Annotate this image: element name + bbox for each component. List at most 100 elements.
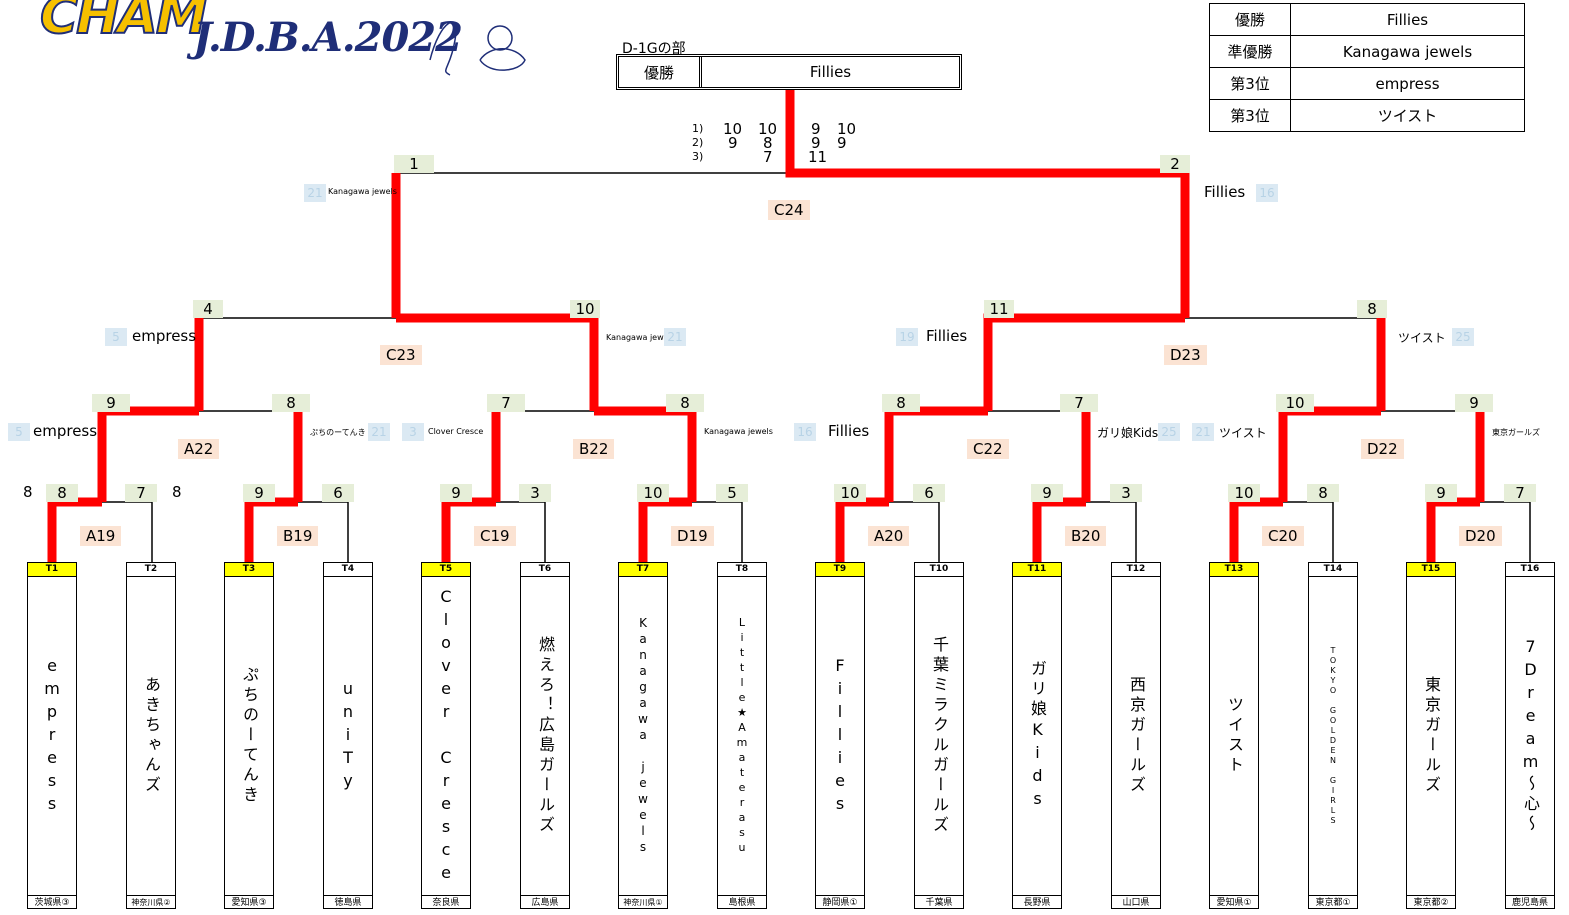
set-index: 2) <box>692 136 704 149</box>
logo-figure-icon <box>429 21 526 76</box>
team-name: Fillies <box>830 655 850 817</box>
team-prefecture: 徳島県 <box>324 895 372 910</box>
score-box: 9 <box>1425 484 1457 502</box>
winner-path <box>638 497 692 562</box>
winner-path <box>1426 497 1480 562</box>
match-name: C22 <box>967 439 1009 459</box>
winner-label: Clover Cresce <box>428 427 484 436</box>
team-prefecture: 神奈川県② <box>127 895 175 910</box>
seed-badge: 5 <box>105 328 127 346</box>
winner-label: ツイスト <box>1398 331 1446 345</box>
match-name: D22 <box>1361 439 1404 459</box>
team-name: 東京ガールズ <box>1422 676 1441 796</box>
score-box: 1 <box>394 155 434 173</box>
match-name: C24 <box>768 200 810 220</box>
score-box: 6 <box>913 484 945 502</box>
seed-badge: 3 <box>402 423 424 441</box>
winner-path <box>47 497 102 562</box>
winner-label: Fillies <box>1204 183 1246 201</box>
team-prefecture: 茨城県③ <box>28 895 76 910</box>
team-prefecture: 東京都② <box>1407 895 1455 910</box>
winner-label: empress <box>33 422 98 440</box>
winner-path <box>1229 497 1283 562</box>
seed-badge: 16 <box>794 423 816 441</box>
set-score: 8 <box>763 134 773 152</box>
team-prefecture: 鹿児島県 <box>1506 895 1554 910</box>
team-code: T7 <box>619 563 667 577</box>
set-score: 10 <box>723 120 743 138</box>
winner-label: empress <box>132 327 197 345</box>
logo-champ-text: CHAM <box>39 0 209 47</box>
set-score: 9 <box>811 134 821 152</box>
team-prefecture: 静岡県① <box>816 895 864 910</box>
match-name: C23 <box>380 345 422 365</box>
team-code: T15 <box>1407 563 1455 577</box>
winner-label: Fillies <box>926 327 968 345</box>
seed-badge: 21 <box>664 328 686 346</box>
winner-label: ツイスト <box>1219 426 1267 440</box>
score-box: 7 <box>1060 394 1098 412</box>
result-team: Kanagawa jewels <box>1290 35 1525 68</box>
set-score: 7 <box>763 148 773 166</box>
score-box: 9 <box>1031 484 1063 502</box>
extra-score: 8 <box>23 483 33 501</box>
winner-label: ガリ娘Kids <box>1097 426 1159 440</box>
score-box: 5 <box>716 484 748 502</box>
team-name: 7Dream～心～ <box>1521 637 1540 835</box>
match-name: A22 <box>178 439 220 459</box>
winner-path <box>785 90 1190 318</box>
team-prefecture: 広島県 <box>521 895 569 910</box>
team-card: T15 東京ガールズ 東京都② <box>1406 562 1456 909</box>
set-index: 1) <box>692 122 704 135</box>
team-code: T8 <box>718 563 766 577</box>
team-card: T9 Fillies 静岡県① <box>815 562 865 909</box>
team-code: T13 <box>1210 563 1258 577</box>
bracket-r4 <box>395 172 1186 318</box>
winner-label: 東京ガールズ <box>1492 428 1540 437</box>
score-box: 10 <box>570 300 600 318</box>
score-box: 8 <box>1307 484 1339 502</box>
match-name: A19 <box>80 526 122 546</box>
champion-label: 優勝 <box>619 57 702 87</box>
winner-path <box>835 497 889 562</box>
score-box: 8 <box>46 484 78 502</box>
score-box: 10 <box>1228 484 1260 502</box>
team-prefecture: 島根県 <box>718 895 766 910</box>
event-logo: CHAM J.D.B.A.2022 <box>0 0 560 80</box>
match-name: B20 <box>1065 526 1107 546</box>
score-box: 8 <box>666 394 704 412</box>
match-name: D20 <box>1459 526 1502 546</box>
winner-path <box>396 313 599 411</box>
score-box: 9 <box>243 484 275 502</box>
team-code: T12 <box>1112 563 1160 577</box>
team-card: T1 empress 茨城県③ <box>27 562 77 909</box>
team-code: T3 <box>225 563 273 577</box>
match-name: A20 <box>868 526 910 546</box>
team-card: T6 燃えろ！広島ガールズ 広島県 <box>520 562 570 909</box>
score-box: 4 <box>193 300 223 318</box>
score-box: 10 <box>834 484 866 502</box>
score-box: 8 <box>882 394 920 412</box>
team-card: T10 千葉ミラクルガールズ 千葉県 <box>914 562 964 909</box>
result-team: ツイスト <box>1290 99 1525 132</box>
seed-badge: 21 <box>368 423 390 441</box>
team-prefecture: 東京都① <box>1309 895 1357 910</box>
team-name: 燃えろ！広島ガールズ <box>536 636 555 836</box>
team-code: T2 <box>127 563 175 577</box>
match-name: C19 <box>474 526 516 546</box>
team-name: ぷちのーてんき <box>240 666 259 806</box>
score-box: 9 <box>92 394 130 412</box>
result-rank: 第3位 <box>1209 99 1291 132</box>
seed-badge: 25 <box>1452 328 1474 346</box>
set-score: 9 <box>728 134 738 152</box>
team-card: T2 あきちゃんズ 神奈川県② <box>126 562 176 909</box>
team-prefecture: 神奈川県① <box>619 895 667 910</box>
team-code: T5 <box>422 563 470 577</box>
team-name: Clover Cresce <box>436 586 456 886</box>
seed-badge: 5 <box>8 423 30 441</box>
set-score: 9 <box>811 120 821 138</box>
team-card: T7 Kanagawa jewels 神奈川県① <box>618 562 668 909</box>
team-prefecture: 千葉県 <box>915 895 963 910</box>
score-box: 8 <box>1357 300 1387 318</box>
